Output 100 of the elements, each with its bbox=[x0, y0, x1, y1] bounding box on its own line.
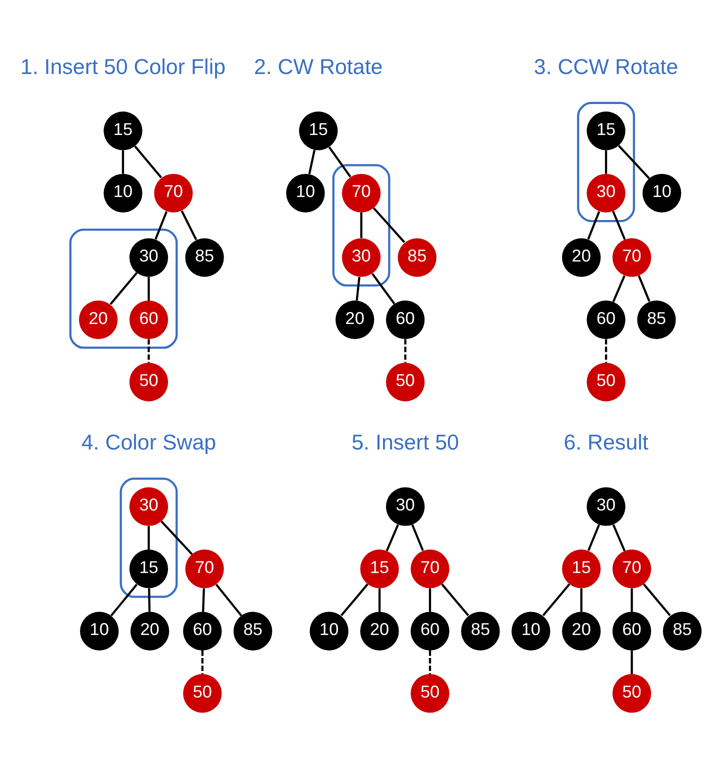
node-circle: 15 bbox=[360, 549, 399, 588]
node-circle: 60 bbox=[183, 611, 222, 650]
connector bbox=[612, 210, 626, 240]
node-circle: 10 bbox=[512, 611, 550, 650]
node-circle: 20 bbox=[130, 611, 170, 650]
node-circle: 15 bbox=[299, 111, 338, 150]
connector bbox=[604, 338, 608, 362]
label: 2. CW Rotate bbox=[254, 54, 383, 78]
connector bbox=[580, 588, 582, 612]
connector bbox=[404, 338, 406, 362]
node-circle: 30 bbox=[129, 238, 168, 276]
node-circle: 60 bbox=[586, 300, 626, 339]
node-circle: 70 bbox=[410, 549, 450, 588]
node-circle: 30 bbox=[386, 486, 425, 526]
node-circle: 15 bbox=[586, 111, 626, 150]
node-circle: 30 bbox=[586, 173, 626, 212]
connector bbox=[308, 149, 316, 174]
cluster bbox=[332, 164, 390, 286]
connector bbox=[148, 276, 150, 300]
node-circle: 85 bbox=[662, 611, 702, 650]
connector bbox=[148, 338, 150, 362]
node-circle: 50 bbox=[612, 674, 652, 712]
connector bbox=[110, 272, 138, 304]
node-circle: 85 bbox=[461, 611, 500, 650]
connector bbox=[160, 520, 193, 554]
connector bbox=[630, 650, 633, 674]
connector bbox=[428, 588, 432, 612]
connector bbox=[134, 145, 162, 178]
node-circle: 10 bbox=[104, 173, 142, 212]
node-circle: 20 bbox=[78, 300, 118, 339]
cluster bbox=[120, 477, 178, 598]
connector bbox=[604, 150, 608, 174]
node-circle: 50 bbox=[129, 362, 168, 401]
node-circle: 60 bbox=[410, 611, 450, 650]
connector bbox=[372, 206, 406, 242]
node-circle: 70 bbox=[612, 549, 652, 588]
connector bbox=[630, 588, 633, 612]
node-circle: 15 bbox=[104, 111, 142, 150]
node-circle: 85 bbox=[398, 238, 436, 276]
connector bbox=[180, 210, 198, 240]
node-circle: 50 bbox=[386, 362, 425, 401]
node-circle: 60 bbox=[612, 611, 652, 650]
node-circle: 85 bbox=[637, 300, 676, 339]
connector bbox=[638, 274, 650, 302]
connector bbox=[201, 650, 204, 674]
connector bbox=[411, 524, 424, 550]
connector bbox=[340, 582, 368, 616]
node-circle: 15 bbox=[562, 549, 601, 588]
node-circle: 85 bbox=[234, 611, 272, 650]
label: 1. Insert 50 Color Flip bbox=[20, 54, 226, 78]
connector bbox=[148, 588, 151, 612]
label: 5. Insert 50 bbox=[352, 430, 459, 454]
connector bbox=[386, 524, 399, 551]
cluster bbox=[577, 101, 636, 222]
node-circle: 10 bbox=[286, 173, 325, 212]
connector bbox=[378, 588, 381, 612]
connector bbox=[122, 150, 124, 174]
connector bbox=[360, 212, 362, 238]
node-circle: 30 bbox=[342, 238, 381, 276]
connector bbox=[587, 524, 600, 550]
connector bbox=[328, 146, 352, 177]
node-circle: 15 bbox=[129, 549, 168, 588]
node-circle: 70 bbox=[154, 173, 193, 212]
connector bbox=[441, 582, 470, 616]
connector bbox=[372, 272, 396, 304]
node-circle: 20 bbox=[562, 238, 601, 276]
node-circle: 20 bbox=[360, 611, 399, 650]
connector bbox=[542, 582, 570, 616]
connector bbox=[215, 583, 242, 616]
node-circle: 10 bbox=[310, 611, 348, 650]
label: 3. CCW Rotate bbox=[534, 54, 678, 78]
node-circle: 20 bbox=[562, 611, 601, 650]
node-circle: 60 bbox=[129, 300, 168, 339]
connector bbox=[154, 210, 168, 240]
connector bbox=[642, 582, 671, 616]
node-circle: 50 bbox=[586, 362, 626, 401]
node-circle: 20 bbox=[336, 300, 374, 339]
node-circle: 85 bbox=[185, 238, 224, 276]
node-circle: 70 bbox=[612, 238, 652, 276]
node-circle: 30 bbox=[129, 486, 168, 526]
node-circle: 50 bbox=[410, 674, 450, 712]
connector bbox=[110, 583, 138, 616]
node-circle: 10 bbox=[642, 173, 682, 212]
node-circle: 70 bbox=[342, 173, 381, 212]
cluster bbox=[69, 228, 178, 348]
connector bbox=[202, 588, 205, 612]
connector bbox=[612, 524, 626, 551]
connector bbox=[356, 276, 360, 300]
node-circle: 50 bbox=[183, 674, 222, 712]
connector bbox=[428, 650, 432, 674]
node-circle: 70 bbox=[185, 549, 224, 588]
node-circle: 10 bbox=[80, 611, 119, 650]
node-circle: 30 bbox=[586, 486, 626, 526]
connector bbox=[587, 210, 600, 240]
node-circle: 60 bbox=[386, 300, 425, 339]
connector bbox=[148, 526, 150, 550]
connector bbox=[618, 144, 650, 179]
label: 6. Result bbox=[564, 430, 648, 454]
connector bbox=[612, 274, 626, 302]
label: 4. Color Swap bbox=[81, 430, 216, 454]
